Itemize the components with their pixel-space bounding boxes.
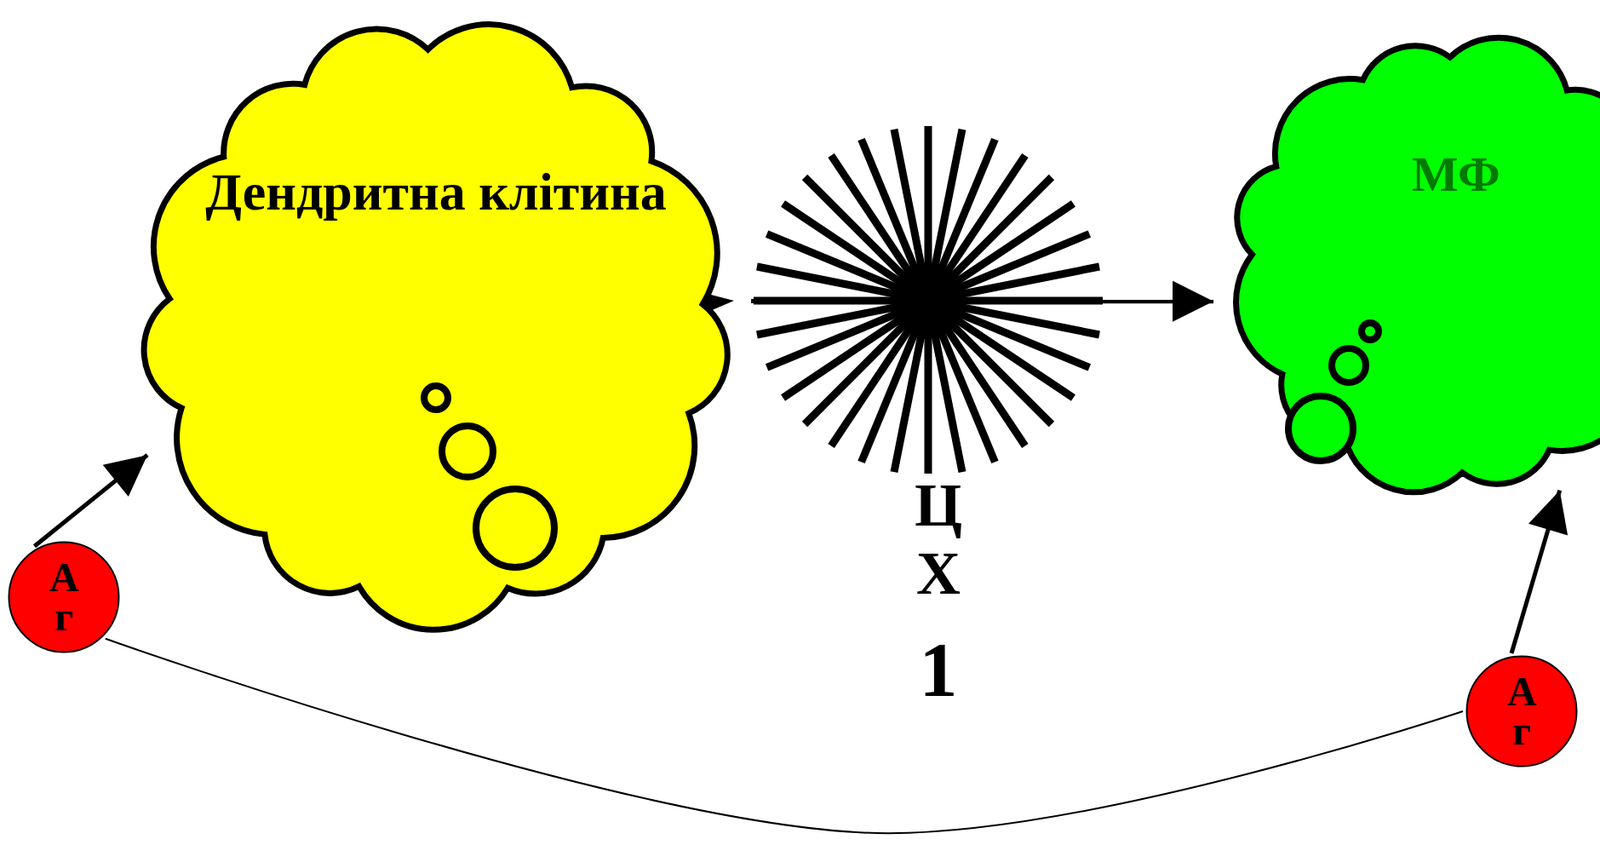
cloud-body bbox=[1236, 37, 1600, 493]
vesicle bbox=[424, 385, 448, 410]
antigen-circle: Аг bbox=[7, 540, 121, 654]
cell-name: МФ bbox=[1213, 146, 1600, 204]
cell-name: Дендритна клітина bbox=[122, 161, 750, 223]
vesicle bbox=[1331, 348, 1366, 383]
cytokine-label: 1 bbox=[887, 630, 990, 712]
link-curve bbox=[105, 638, 1463, 833]
antigen-circle: Аг bbox=[1465, 654, 1578, 768]
vesicle bbox=[1361, 322, 1379, 340]
cytokine-label: Ц bbox=[887, 473, 990, 539]
cloud-outline bbox=[1213, 18, 1600, 511]
vesicle bbox=[1288, 395, 1354, 461]
arrow-connector bbox=[751, 298, 1214, 304]
antigen-label: Аг bbox=[1501, 671, 1543, 750]
cytokine-label: Х bbox=[887, 541, 990, 607]
vesicle bbox=[441, 425, 494, 477]
arrow-connector bbox=[34, 454, 149, 546]
cell-cloud: МФ bbox=[1213, 18, 1600, 511]
cloud-body bbox=[143, 24, 728, 631]
cell-cloud: Дендритна клітина bbox=[122, 3, 750, 644]
vesicle bbox=[475, 488, 555, 568]
cloud-outline bbox=[122, 3, 750, 644]
arrow-connector bbox=[1511, 490, 1560, 654]
antigen-label: Аг bbox=[43, 557, 85, 636]
antigen-body bbox=[9, 542, 120, 653]
antigen-body bbox=[1467, 656, 1578, 767]
